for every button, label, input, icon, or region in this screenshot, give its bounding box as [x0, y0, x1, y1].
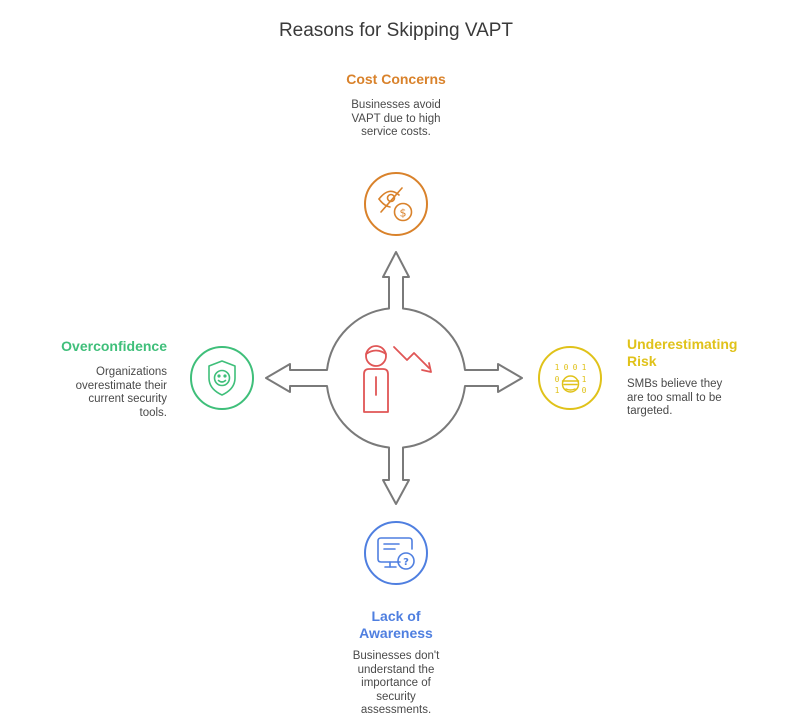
overconfidence-heading: Overconfidence [61, 338, 167, 354]
money-hidden-icon: $ [378, 187, 413, 222]
binary-digit: 1 [555, 386, 560, 395]
lack-of-awareness-description: Businesses don't understand the importan… [352, 650, 440, 716]
person-decline-icon [363, 345, 432, 413]
underestimating-risk-description: SMBs believe they are too small to be ta… [627, 378, 723, 417]
svg-text:?: ? [403, 557, 409, 568]
risk-icon-circle [538, 346, 602, 410]
binary-digit: 0 [573, 363, 578, 372]
binary-digit: 1 [582, 375, 587, 384]
awareness-icon-circle [364, 521, 428, 585]
cost-concerns-description: Businesses avoid VAPT due to high servic… [351, 99, 441, 138]
binary-digit: 0 [582, 386, 587, 395]
hub-with-arrows [265, 251, 523, 505]
binary-digit: 0 [555, 375, 560, 384]
overconfidence-description: Organizations overestimate their current… [75, 366, 167, 419]
cost-concerns-heading: Cost Concerns [346, 71, 446, 87]
diagram-title: Reasons for Skipping VAPT [278, 20, 514, 41]
binary-digit: 1 [582, 363, 587, 372]
hacker-binary-icon: 1 0 0 1 0 1 1 0 [555, 363, 587, 395]
overconfidence-icon-circle [190, 346, 254, 410]
cost-icon-circle [364, 172, 428, 236]
binary-digit: 1 [555, 363, 560, 372]
monitor-question-icon: ? [377, 537, 415, 570]
underestimating-risk-heading: Underestimating Risk [627, 336, 738, 369]
binary-digit: 0 [564, 363, 569, 372]
shield-face-icon [208, 360, 236, 396]
lack-of-awareness-heading: Lack of Awareness [359, 608, 433, 641]
svg-text:$: $ [400, 207, 407, 220]
